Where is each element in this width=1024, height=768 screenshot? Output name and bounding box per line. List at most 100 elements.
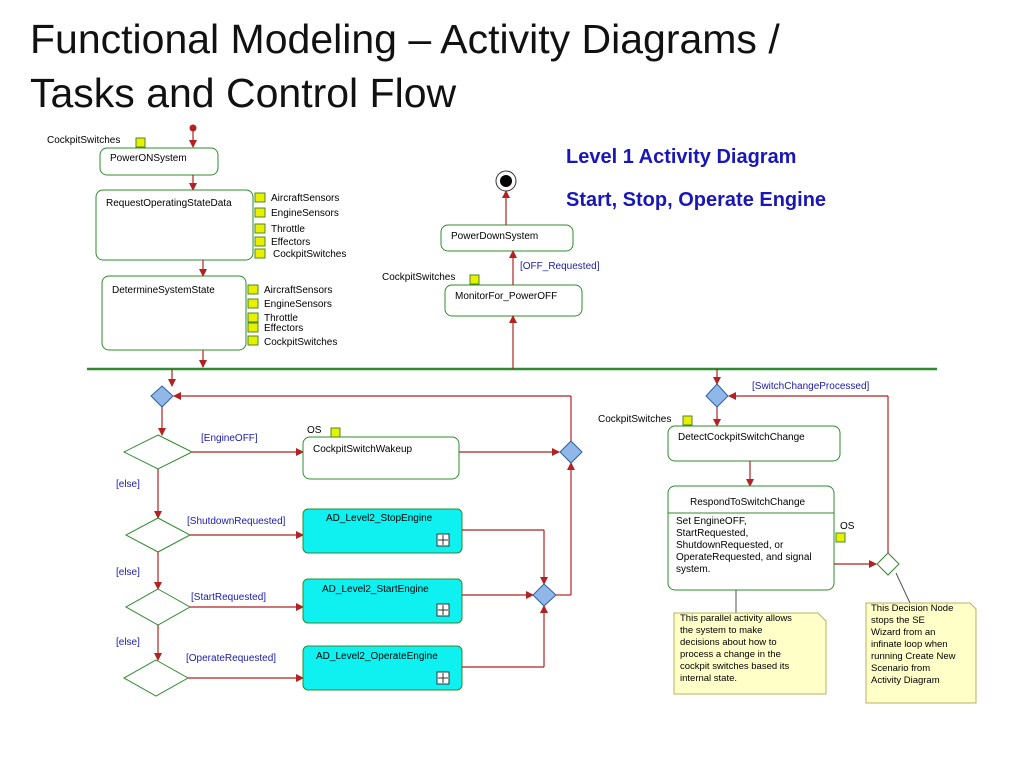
activity-cockpit-switch-wakeup[interactable]: CockpitSwitchWakeup [302, 436, 460, 480]
activity-label: DetectCockpitSwitchChange [678, 432, 805, 443]
pin-label-os-2: OS [840, 521, 855, 532]
note-parallel-activity: This parallel activity allows the system… [673, 612, 827, 695]
note-line: cockpit switches based its [680, 661, 790, 672]
note-line: running Create New [871, 651, 956, 662]
activity-label: RequestOperatingStateData [106, 198, 232, 209]
activity-label: AD_Level2_StopEngine [326, 513, 433, 524]
note-line: the system to make [680, 625, 762, 636]
diagram-scope-title: Start, Stop, Operate Engine [566, 189, 827, 211]
diagram-level-title: Level 1 Activity Diagram [566, 146, 797, 168]
guard-switch-change-processed: [SwitchChangeProcessed] [752, 381, 870, 392]
pin-os-1 [330, 427, 341, 438]
pin-cockpitswitches-4 [469, 274, 480, 285]
activity-label: CockpitSwitchWakeup [313, 444, 413, 455]
pin-label-cockpitswitches-2: CockpitSwitches [273, 249, 346, 260]
guard-else-3: [else] [116, 637, 140, 648]
activity-label: RespondToSwitchChange [690, 497, 806, 508]
activity-label: AD_Level2_StartEngine [322, 584, 429, 595]
pin-enginesensors-1 [254, 207, 266, 218]
activity-body-line: ShutdownRequested, or [676, 540, 784, 551]
pin-os-2 [835, 532, 846, 543]
pin-aircraftsensors-1 [254, 192, 266, 203]
pin-label-aircraftsensors-1: AircraftSensors [271, 193, 339, 204]
guard-off-requested: [OFF_Requested] [520, 261, 600, 272]
pin-label-enginesensors-1: EngineSensors [271, 208, 339, 219]
activity-body-line: OperateRequested, and signal [676, 552, 812, 563]
pin-cockpitswitches-1 [135, 137, 146, 148]
note-decision-node: This Decision Node stops the SE Wizard f… [865, 602, 977, 704]
activity-determine-system-state[interactable]: DetermineSystemState [101, 275, 247, 351]
guard-engine-off: [EngineOFF] [201, 433, 258, 444]
guard-shutdown-requested: [ShutdownRequested] [187, 516, 286, 527]
note-line: internal state. [680, 673, 737, 684]
pin-cockpitswitches-2 [254, 248, 266, 259]
pin-label-effectors-2: Effectors [264, 323, 303, 334]
activity-request-operating-state-data[interactable]: RequestOperatingStateData [95, 189, 254, 261]
activity-ad-level2-start-engine[interactable]: AD_Level2_StartEngine [302, 578, 463, 624]
note-line: Wizard from an [871, 627, 935, 638]
pin-cockpitswitches-5 [682, 415, 693, 426]
activity-detect-cockpit-switch-change[interactable]: DetectCockpitSwitchChange [667, 425, 841, 462]
pin-throttle-1 [254, 223, 266, 234]
slide-title: Functional Modeling – Activity Diagrams … [30, 12, 1010, 120]
guard-operate-requested: [OperateRequested] [186, 653, 276, 664]
pin-label-throttle-2: Throttle [264, 313, 298, 324]
decision-operate [122, 659, 190, 697]
activity-power-down-system[interactable]: PowerDownSystem [440, 224, 574, 252]
activity-power-on-system[interactable]: PowerONSystem [99, 147, 219, 176]
pin-label-effectors-1: Effectors [271, 237, 310, 248]
merge-node-left [150, 385, 174, 408]
note-line: infinate loop when [871, 639, 948, 650]
activity-label: MonitorFor_PowerOFF [455, 291, 557, 302]
note-line: stops the SE [871, 615, 925, 626]
decision-shutdown [124, 517, 192, 553]
activity-ad-level2-operate-engine[interactable]: AD_Level2_OperateEngine [302, 645, 463, 691]
note-line: Scenario from [871, 663, 930, 674]
pin-enginesensors-2 [247, 298, 259, 309]
activity-body-line: system. [676, 564, 710, 575]
guard-else-1: [else] [116, 479, 140, 490]
decision-start [124, 588, 192, 626]
pin-throttle-2 [247, 312, 259, 323]
subactivity-icon [436, 671, 450, 685]
pin-label-cockpitswitches-1: CockpitSwitches [47, 135, 120, 146]
pin-effectors-2 [247, 322, 259, 333]
pin-aircraftsensors-2 [247, 284, 259, 295]
subactivity-icon [436, 603, 450, 617]
pin-label-aircraftsensors-2: AircraftSensors [264, 285, 332, 296]
activity-label: PowerDownSystem [451, 231, 538, 242]
activity-label: AD_Level2_OperateEngine [316, 651, 438, 662]
guard-else-2: [else] [116, 567, 140, 578]
pin-label-throttle-1: Throttle [271, 224, 305, 235]
activity-label: PowerONSystem [110, 153, 187, 164]
note-line: process a change in the [680, 649, 781, 660]
subactivity-icon [436, 533, 450, 547]
merge-node-wakeup [559, 440, 583, 464]
activity-ad-level2-stop-engine[interactable]: AD_Level2_StopEngine [302, 508, 463, 554]
activity-respond-to-switch-change[interactable]: RespondToSwitchChange Set EngineOFF, Sta… [667, 485, 835, 591]
pin-label-cockpitswitches-3: CockpitSwitches [264, 337, 337, 348]
activity-monitor-for-power-off[interactable]: MonitorFor_PowerOFF [444, 284, 583, 317]
start-node [189, 124, 197, 132]
note-line: Activity Diagram [871, 675, 940, 686]
pin-label-cockpitswitches-4: CockpitSwitches [382, 272, 455, 283]
activity-label: DetermineSystemState [112, 285, 215, 296]
pin-label-enginesensors-2: EngineSensors [264, 299, 332, 310]
note-line: This parallel activity allows [680, 613, 792, 624]
pin-effectors-1 [254, 236, 266, 247]
activity-body-line: Set EngineOFF, [676, 516, 747, 527]
guard-start-requested: [StartRequested] [191, 592, 266, 603]
slide-title-line1: Functional Modeling – Activity Diagrams … [30, 16, 780, 62]
activity-body-line: StartRequested, [676, 528, 748, 539]
pin-label-os-1: OS [307, 425, 322, 436]
decision-loop-stop [876, 552, 900, 576]
slide-title-line2: Tasks and Control Flow [30, 70, 457, 116]
merge-node-right [705, 383, 729, 408]
note-line: This Decision Node [871, 603, 953, 614]
note-line: decisions about how to [680, 637, 777, 648]
merge-node-engine [532, 583, 557, 607]
pin-label-cockpitswitches-5: CockpitSwitches [598, 414, 671, 425]
decision-engine-off [122, 434, 194, 470]
pin-cockpitswitches-3 [247, 335, 259, 346]
